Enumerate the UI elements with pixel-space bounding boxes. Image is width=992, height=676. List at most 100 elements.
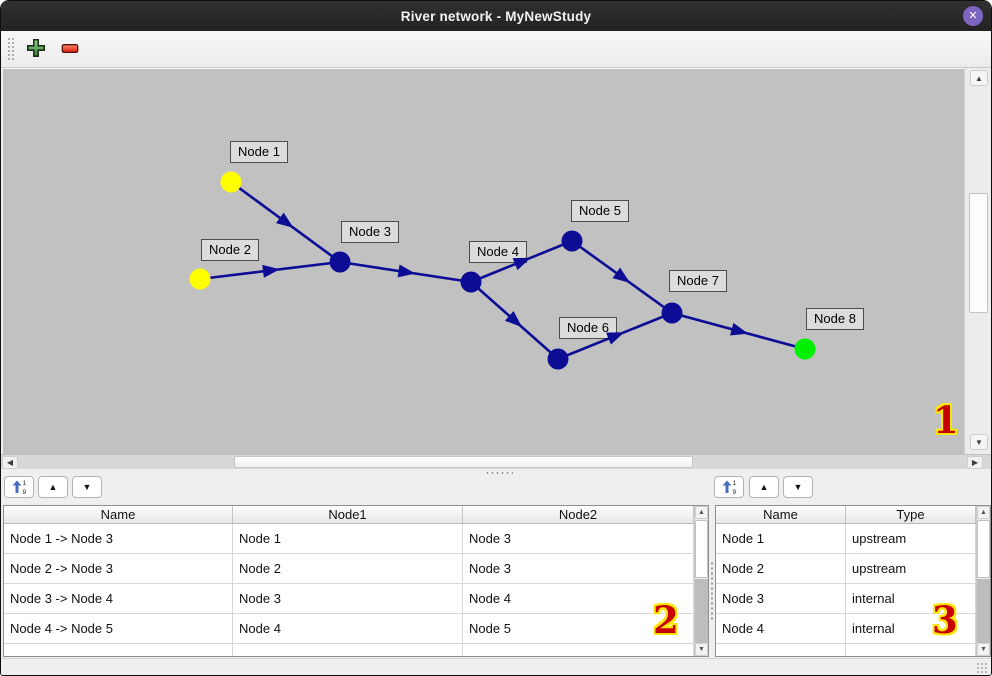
window-title: River network - MyNewStudy (400, 8, 592, 24)
table-cell: Node 4 (463, 584, 694, 613)
scroll-down-button[interactable]: ▼ (970, 434, 988, 450)
column-header[interactable]: Type (846, 506, 976, 523)
column-header[interactable]: Node2 (463, 506, 694, 523)
table-cell: Node 1 (716, 524, 846, 553)
scrollbar-trough[interactable] (695, 579, 708, 643)
triangle-down-icon: ▼ (793, 482, 803, 492)
add-button[interactable] (23, 36, 49, 62)
table-cell (716, 644, 846, 656)
table-cell: Node 3 (463, 524, 694, 553)
triangle-left-icon: ◀ (6, 458, 14, 467)
vertical-splitter[interactable] (710, 561, 714, 621)
triangle-down-icon: ▼ (980, 646, 987, 653)
scrollbar-trough[interactable] (977, 579, 990, 643)
table-cell: Node 2 -> Node 3 (4, 554, 233, 583)
canvas-vertical-scrollbar[interactable]: ▲ ▼ (964, 68, 991, 454)
table-cell (4, 644, 233, 656)
scroll-up-button[interactable]: ▲ (695, 506, 708, 519)
triangle-down-icon: ▼ (82, 482, 92, 492)
svg-text:1: 1 (23, 480, 27, 487)
toolbar-drag-handle-icon[interactable] (7, 37, 15, 61)
triangle-down-icon: ▼ (975, 437, 983, 447)
table-cell: internal (846, 584, 976, 613)
node-label: Node 3 (341, 221, 399, 243)
remove-button[interactable] (57, 36, 83, 62)
sort-ascending-icon: 1 9 (722, 480, 737, 495)
table-cell: Node 2 (716, 554, 846, 583)
column-header[interactable]: Name (4, 506, 233, 523)
scroll-down-button[interactable]: ▼ (695, 643, 708, 656)
horizontal-scrollbar-thumb[interactable] (234, 456, 693, 468)
node-label: Node 7 (669, 270, 727, 292)
splitter-handle-icon (485, 471, 513, 474)
nodes-move-down-button[interactable]: ▼ (783, 476, 813, 498)
annotation-3: 3 (932, 598, 958, 642)
edges-table-scrollbar[interactable]: ▲ ▼ (694, 506, 708, 656)
scrollbar-thumb[interactable] (977, 520, 990, 578)
annotation-1: 1 (933, 398, 959, 442)
nodes-table-scrollbar[interactable]: ▲ ▼ (976, 506, 990, 656)
canvas-horizontal-scrollbar[interactable]: ◀ ▶ (1, 454, 991, 469)
scroll-right-button[interactable]: ▶ (967, 456, 983, 469)
svg-text:1: 1 (733, 480, 737, 487)
scrollbar-thumb[interactable] (695, 520, 708, 578)
table-cell: Node 3 (233, 584, 463, 613)
vertical-scrollbar-thumb[interactable] (969, 193, 988, 313)
scroll-up-button[interactable]: ▲ (977, 506, 990, 519)
column-header[interactable]: Node1 (233, 506, 463, 523)
triangle-up-icon: ▲ (759, 482, 769, 492)
scroll-up-button[interactable]: ▲ (970, 70, 988, 86)
close-icon: ✕ (968, 10, 978, 22)
node-label: Node 5 (571, 200, 629, 222)
table-row (4, 644, 694, 656)
table-cell: Node 4 (233, 614, 463, 643)
nodes-move-up-button[interactable]: ▲ (749, 476, 779, 498)
horizontal-splitter[interactable] (1, 469, 991, 476)
edges-move-down-button[interactable]: ▼ (72, 476, 102, 498)
table-cell (846, 644, 976, 656)
nodes-sort-button[interactable]: 1 9 (714, 476, 744, 498)
minus-icon (61, 44, 79, 54)
table-cell: Node 3 (463, 554, 694, 583)
triangle-up-icon: ▲ (698, 509, 705, 516)
status-bar (1, 658, 991, 675)
resize-grip-icon[interactable] (976, 662, 989, 674)
triangle-up-icon: ▲ (48, 482, 58, 492)
column-header[interactable]: Name (716, 506, 846, 523)
close-button[interactable]: ✕ (963, 6, 983, 26)
node-label: Node 1 (230, 141, 288, 163)
table-cell: upstream (846, 524, 976, 553)
edges-sort-button[interactable]: 1 9 (4, 476, 34, 498)
node-label: Node 4 (469, 241, 527, 263)
edges-move-up-button[interactable]: ▲ (38, 476, 68, 498)
annotation-2: 2 (653, 598, 679, 642)
table-cell: Node 1 (233, 524, 463, 553)
scroll-down-button[interactable]: ▼ (977, 643, 990, 656)
scroll-left-button[interactable]: ◀ (2, 456, 18, 469)
triangle-up-icon: ▲ (975, 73, 983, 83)
titlebar[interactable]: River network - MyNewStudy ✕ (1, 1, 991, 31)
main-toolbar (1, 31, 991, 68)
triangle-right-icon: ▶ (971, 458, 979, 467)
node-label: Node 8 (806, 308, 864, 330)
plus-icon (26, 38, 46, 58)
table-cell: Node 1 -> Node 3 (4, 524, 233, 553)
